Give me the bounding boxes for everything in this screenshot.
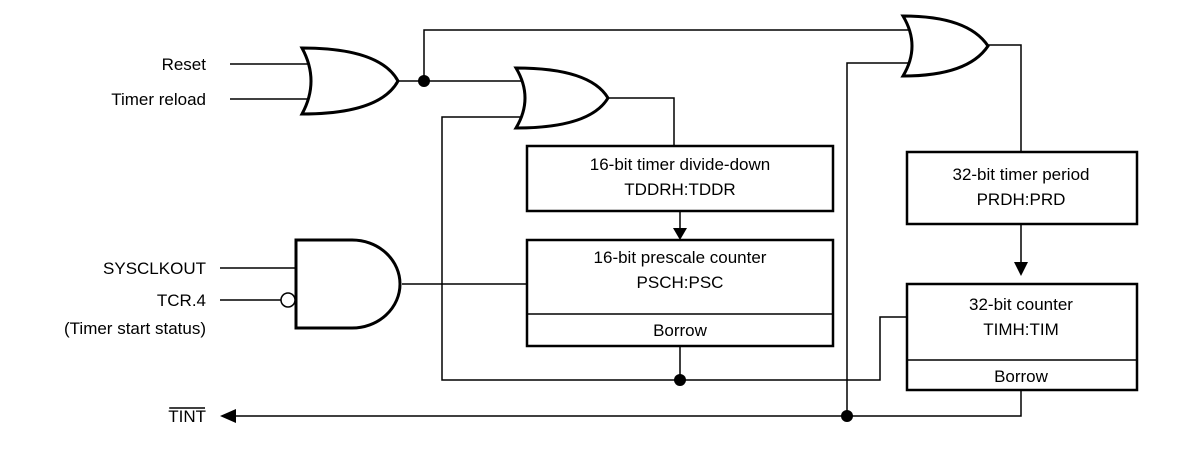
block-period: 32-bit timer period PRDH:PRD: [905, 150, 1139, 226]
junction-dot-reset: [418, 75, 430, 87]
wire-prescale-borrow-feedback: [441, 116, 681, 381]
prescale-register: PSCH:PSC: [637, 273, 724, 292]
block-prescale: 16-bit prescale counter PSCH:PSC Borrow: [525, 238, 835, 348]
label-tint: TINT: [168, 407, 206, 426]
wire-junction-to-or3: [423, 29, 912, 81]
label-tcr4: TCR.4: [157, 291, 206, 310]
or-gate-period: [900, 14, 990, 78]
label-sysclkout: SYSCLKOUT: [103, 259, 206, 278]
wire-prescale-borrow-to-counter: [680, 316, 907, 381]
wire-counter-borrow-to-tint: [234, 390, 1022, 417]
junction-dot-tint: [841, 410, 853, 422]
prescale-borrow: Borrow: [653, 321, 708, 340]
wire-tint-feedback-to-or3: [846, 62, 912, 416]
prescale-title: 16-bit prescale counter: [594, 248, 767, 267]
period-register: PRDH:PRD: [977, 190, 1066, 209]
label-timer-start-status: (Timer start status): [64, 319, 206, 338]
inverter-bubble: [280, 292, 296, 308]
arrow-tint-output: [220, 409, 236, 423]
block-divide-down: 16-bit timer divide-down TDDRH:TDDR: [525, 144, 835, 213]
or-gate-reset: [299, 46, 400, 116]
wire-or3-to-period: [986, 44, 1022, 152]
label-timer-reload: Timer reload: [111, 90, 206, 109]
counter-title: 32-bit counter: [969, 295, 1073, 314]
wires: [220, 29, 1022, 417]
divide-down-register: TDDRH:TDDR: [624, 180, 735, 199]
arrow-to-prescale: [673, 228, 687, 240]
period-title: 32-bit timer period: [952, 165, 1089, 184]
counter-borrow: Borrow: [994, 367, 1049, 386]
arrow-to-counter: [1014, 262, 1028, 276]
block-counter: 32-bit counter TIMH:TIM Borrow: [905, 282, 1139, 392]
wire-or2-to-divide-down: [606, 97, 675, 146]
divide-down-title: 16-bit timer divide-down: [590, 155, 770, 174]
label-reset: Reset: [162, 55, 207, 74]
and-gate-start: [294, 238, 402, 330]
counter-register: TIMH:TIM: [983, 320, 1059, 339]
junction-dot-borrow: [674, 374, 686, 386]
or-gate-reload: [513, 66, 610, 130]
